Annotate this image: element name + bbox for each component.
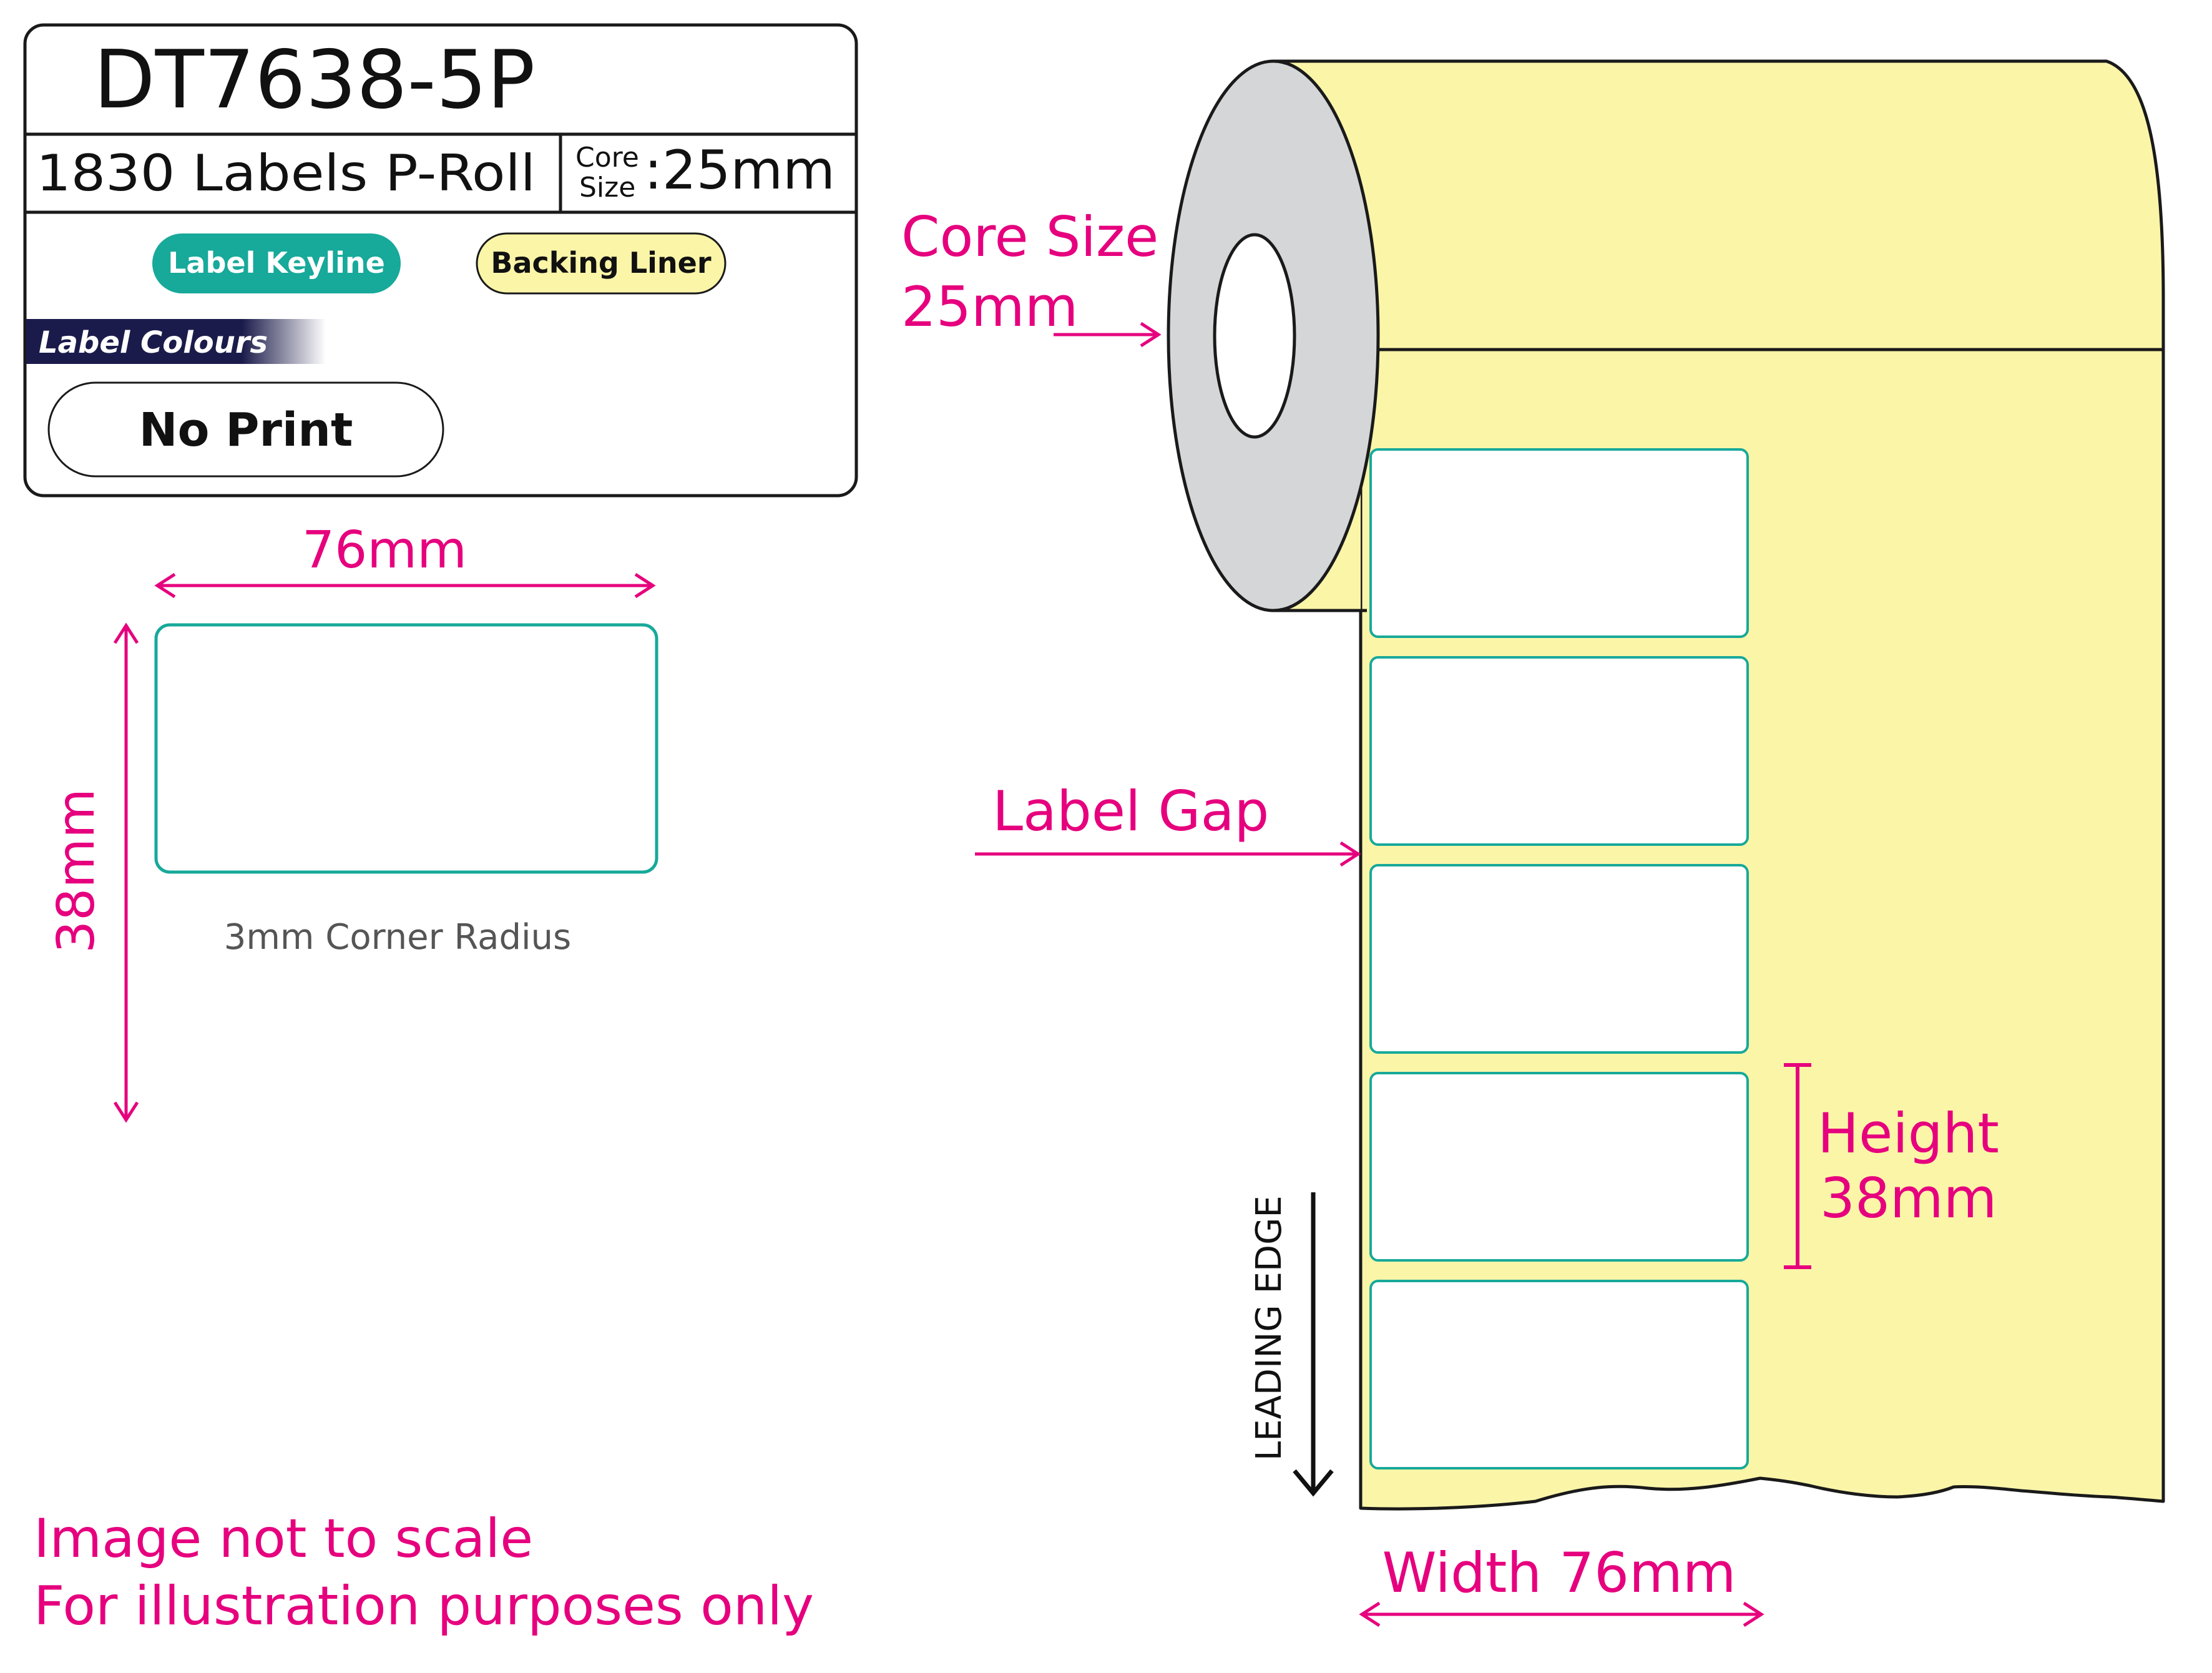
core-size-value: :25mm [644,139,835,202]
roll-body [1271,59,2165,351]
roll-height-line2: 38mm [1820,1166,1997,1230]
label-keyline-badge [152,233,401,293]
leading-edge-text: LEADING EDGE [1249,1195,1290,1461]
corner-radius-text: 3mm Corner Radius [224,917,571,958]
backing-liner-badge [476,232,727,295]
label-height-arrow [113,622,139,1123]
note-not-to-scale: Image not to scale [34,1508,533,1570]
note-illustration-only: For illustration purposes only [34,1575,814,1637]
core-word: Core [575,142,639,174]
roll-diagram: Core Size 25mm Label Gap Height 38mm LEA… [901,59,2165,1627]
label-colours-bar [26,319,326,364]
no-print-text: No Print [139,403,353,457]
roll-width-arrow [1359,1601,1764,1627]
core-size-line2: 25mm [901,275,1078,339]
roll-label-3 [1369,864,1749,1054]
product-code: DT7638-5P [94,34,535,127]
roll-label-5 [1369,1280,1749,1469]
label-gap-text: Label Gap [992,779,1269,843]
no-print-pill [47,381,444,478]
label-outline [154,623,658,874]
label-colours-heading: Label Colours [39,325,268,360]
core-size-arrow [1054,321,1162,348]
roll-height-line1: Height [1818,1101,1999,1165]
info-card: DT7638-5P 1830 Labels P-Roll Core Size :… [23,23,858,498]
label-dimension-diagram: 76mm 38mm 3mm Corner Radius [47,521,658,1123]
roll-height-bracket [1784,1063,1811,1269]
label-height-text: 38mm [47,788,106,953]
roll-label-2 [1369,656,1749,846]
info-card-frame [23,23,858,498]
label-keyline-badge-text: Label Keyline [168,246,385,280]
core-hole [1213,233,1296,439]
label-width-arrow [154,572,656,599]
roll-width-text: Width 76mm [1382,1541,1736,1605]
roll-label-1 [1369,448,1749,638]
label-gap-arrow [975,841,1361,867]
roll-label-4 [1369,1072,1749,1262]
label-width-text: 76mm [302,521,467,580]
label-count-text: 1830 Labels P-Roll [36,144,536,202]
roll-labels [1369,448,1749,1469]
disclaimer-notes: Image not to scale For illustration purp… [34,1508,814,1637]
backing-liner-badge-text: Backing Liner [491,246,711,280]
size-word: Size [579,172,635,204]
core-size-line1: Core Size [901,205,1158,269]
leading-edge-arrow [1293,1192,1334,1497]
